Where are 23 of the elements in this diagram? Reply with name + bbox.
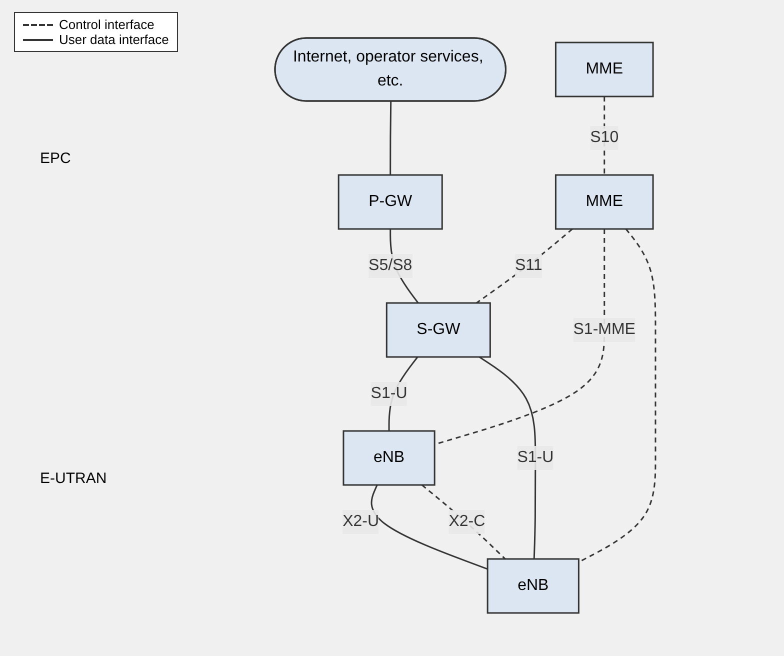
legend-text: Control interface [59,17,154,32]
edge-label: S1-MME [573,320,636,338]
connector [476,228,573,304]
domain-label: EPC [40,150,71,167]
domain-label: E-UTRAN [40,470,107,487]
connector [389,101,392,174]
edge-label: S10 [590,128,618,146]
edge-label: S1-U [516,448,554,466]
node-box: MME [554,174,654,230]
edge-label: X2-U [342,512,379,530]
edge-label: S1-U [370,384,408,402]
node-box: S-GW [386,302,491,358]
connector [421,484,506,560]
edge-label: S5/S8 [368,256,412,274]
node-box: eNB [486,558,580,614]
node-box: MME [554,41,654,97]
connector [370,484,488,570]
edge-label: X2-C [448,512,485,530]
connector [478,356,536,559]
edge-label: S11 [514,256,542,274]
node-box: eNB [342,430,436,486]
node-box: P-GW [338,174,443,230]
legend-text: User data interface [59,32,169,47]
